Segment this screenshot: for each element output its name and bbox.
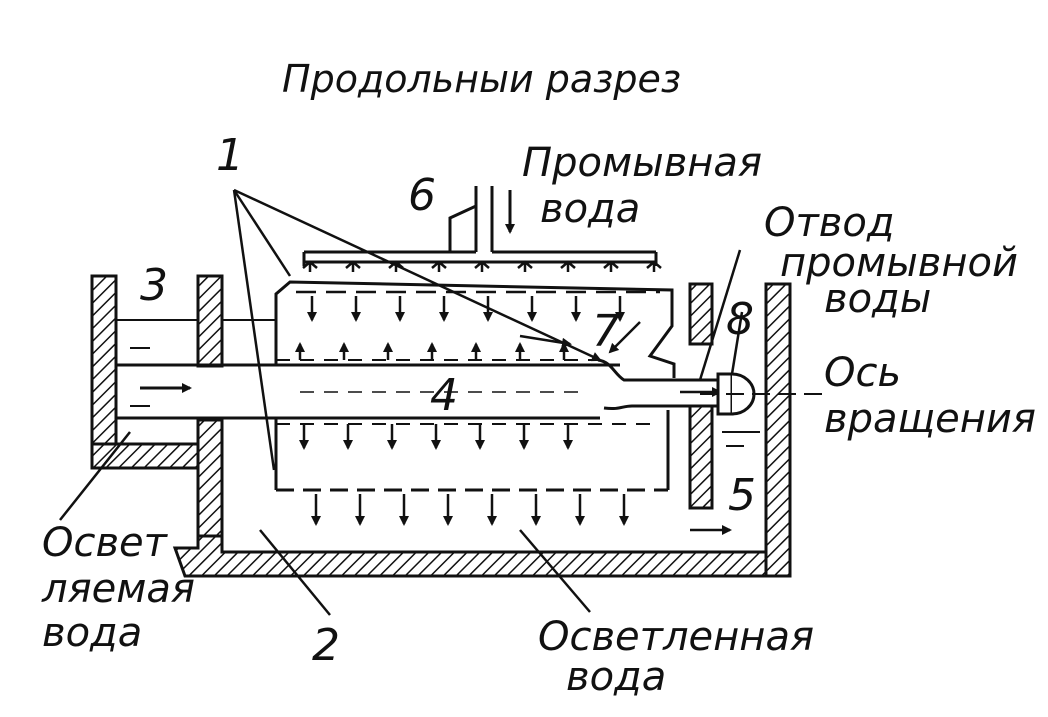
spray-nozzle (302, 260, 318, 272)
label-axis-1: Ось (824, 350, 901, 396)
filter-drum (274, 280, 676, 492)
label-outlet-1: Осветленная (538, 614, 814, 660)
label-inlet-1: Освет (42, 520, 169, 566)
leader-lines (59, 188, 744, 616)
label-drain-2: промывной (780, 240, 1018, 286)
label-inlet-3: вода (42, 610, 142, 656)
label-5: 5 (728, 470, 756, 521)
label-1: 1 (216, 130, 244, 181)
inlet-pipe (116, 363, 620, 420)
spray-nozzle (560, 260, 576, 272)
spray-nozzle (603, 260, 619, 272)
spray-nozzle (474, 260, 490, 272)
flow-arrows (295, 296, 629, 526)
label-6: 6 (408, 170, 436, 221)
label-inlet-2: ляемая (41, 566, 195, 612)
label-axis-2: вращения (824, 396, 1036, 442)
spray-nozzle (646, 260, 662, 272)
bearing (700, 372, 830, 416)
spray-nozzle (345, 260, 361, 272)
spray-nozzle (517, 260, 533, 272)
label-2: 2 (312, 620, 340, 671)
spray-nozzle (388, 260, 404, 272)
wash-manifold (302, 186, 658, 266)
spray-nozzles (302, 260, 662, 272)
tank-body (172, 282, 792, 578)
label-7: 7 (592, 306, 620, 357)
label-outlet-2: вода (566, 654, 666, 700)
label-drain-3: воды (824, 276, 931, 322)
label-drain-1: Отвод (764, 200, 895, 246)
inlet-chamber (90, 274, 276, 470)
label-8: 8 (726, 294, 754, 345)
label-4: 4 (430, 370, 458, 421)
spray-nozzle (431, 260, 447, 272)
label-wash-water-1: Промывная (522, 140, 762, 186)
label-3: 3 (140, 260, 168, 311)
diagram-title: Продольныи разрез (282, 57, 681, 101)
drain-pipe (597, 321, 722, 411)
label-wash-water-2: вода (540, 186, 640, 232)
